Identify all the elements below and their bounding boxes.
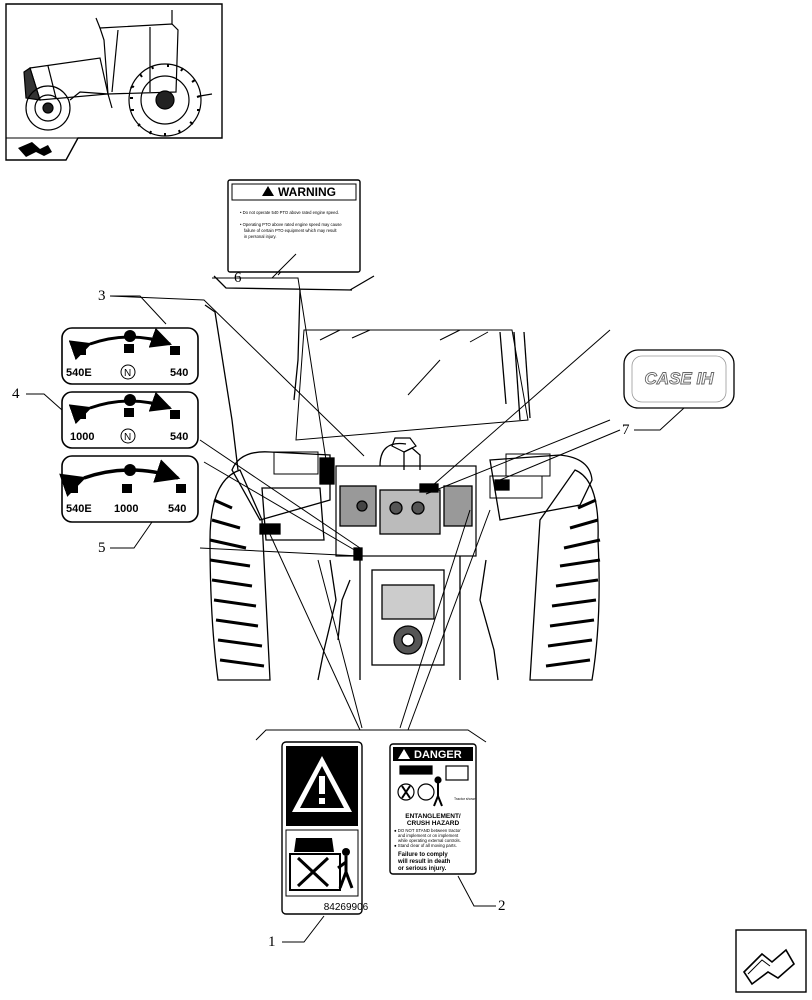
danger-footer-2: will result in death — [397, 859, 451, 865]
tractor-rear-view — [204, 275, 601, 681]
thumbnail-panel — [5, 3, 223, 161]
danger-small-tag: Tractor shown — [454, 797, 476, 801]
danger-title: DANGER — [414, 749, 462, 761]
danger-footer-3: or serious injury. — [398, 866, 447, 872]
next-page-button[interactable] — [735, 929, 807, 993]
danger-heading-2: CRUSH HAZARD — [407, 820, 460, 827]
callout-5: 5 — [98, 540, 106, 556]
callout-6: 6 — [234, 270, 242, 286]
callout-numbers: 1 2 3 4 5 6 7 — [12, 270, 630, 950]
warning-line-2: • Operating PTO above rated engine speed… — [240, 222, 342, 227]
pto-gear-icon — [68, 484, 186, 493]
pto-label-b: N — [124, 368, 131, 379]
pto-label-a: 1000 — [70, 431, 94, 443]
pto-gear-icon — [76, 344, 180, 355]
danger-bullet-4: ● Stand clear of all moving parts. — [394, 843, 457, 848]
danger-bullet-1: ● DO NOT STAND between tractor — [394, 828, 461, 833]
warning-triangle-icon — [262, 186, 274, 196]
decal-case-logo: CASE IH — [623, 349, 735, 409]
danger-pictogram — [397, 765, 469, 807]
safety-part-number: 84269906 — [324, 902, 369, 913]
decal-warning: WARNING • Do not operate 540 PTO above r… — [227, 179, 361, 273]
pto-label-b: 1000 — [114, 503, 138, 515]
callout-7: 7 — [622, 422, 630, 438]
case-logo-text: CASE IH — [645, 369, 715, 388]
pto-label-b: N — [124, 432, 131, 443]
danger-footer-1: Failure to comply — [398, 852, 448, 858]
pto-label-a: 540E — [66, 367, 92, 379]
warning-line-3: failure of certain PTO equipment which m… — [244, 228, 337, 233]
danger-heading-1: ENTANGLEMENT/ — [405, 813, 461, 820]
pto-label-c: 540 — [170, 431, 188, 443]
callouts — [26, 253, 685, 943]
decal-pto-1000-n-540: 1000 N 540 — [61, 391, 199, 449]
decal-danger: DANGER Tractor shown ENTANGLEMENT/ CRUSH… — [389, 743, 477, 875]
danger-bullet-3: while operating external controls. — [398, 838, 461, 843]
decal-pto-540e-n-540: 540E N 540 — [61, 327, 199, 385]
pto-label-c: 540 — [170, 367, 188, 379]
decal-pto-540e-1000-540: 540E 1000 540 — [59, 455, 199, 523]
callout-3: 3 — [98, 288, 106, 304]
danger-bullet-2: and implement or on implement — [398, 833, 459, 838]
callout-1: 1 — [268, 934, 276, 950]
next-page-arrow-icon — [742, 948, 796, 986]
danger-triangle-icon — [398, 749, 410, 759]
pto-label-a: 540E — [66, 503, 92, 515]
warning-line-1: • Do not operate 540 PTO above rated eng… — [240, 210, 339, 215]
decal-safety-pictogram: 84269906 — [281, 741, 369, 915]
leader-lines — [109, 254, 621, 743]
warning-line-4: in personal injury. — [244, 234, 277, 239]
pto-gear-icon — [76, 408, 180, 419]
callout-2: 2 — [498, 898, 506, 914]
warning-title: WARNING — [278, 185, 336, 199]
tractor-thumbnail — [23, 10, 213, 137]
nav-arrow-icon[interactable] — [18, 142, 52, 157]
pto-label-c: 540 — [168, 503, 186, 515]
callout-4: 4 — [12, 386, 20, 402]
